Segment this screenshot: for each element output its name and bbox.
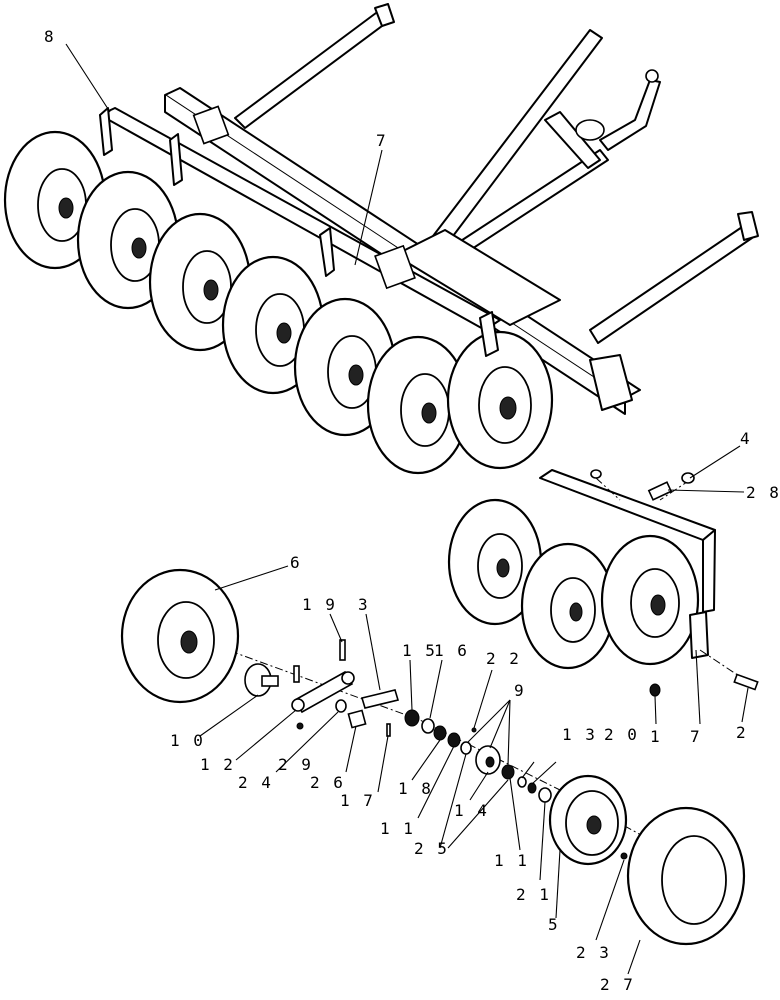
callout-1: 1: [650, 727, 662, 746]
callout-7b: 7: [690, 727, 702, 746]
callout-2: 2: [736, 723, 748, 742]
washer-13: [517, 776, 527, 788]
valve-23: [620, 852, 628, 860]
exploded-parts: [120, 469, 759, 946]
callout-16: 1 6: [434, 641, 469, 660]
callout-11a: 1 1: [380, 819, 415, 838]
wheel-gang-small: [447, 469, 716, 670]
nut-top: [590, 469, 602, 479]
rim-5: [548, 774, 628, 866]
tire-27: [626, 806, 746, 946]
bearing-18: [433, 725, 447, 741]
gang-wheel-6: [366, 335, 470, 475]
sleeve-28: [647, 481, 673, 501]
race-11a: [460, 741, 472, 755]
gang-wheel-7: [446, 330, 554, 470]
callout-4: 4: [740, 429, 752, 448]
callout-24: 2 4: [238, 773, 273, 792]
bearing-15: [404, 709, 420, 727]
callout-labels: 8 7 4 2 8 6 1 9 3 1 5 1 6 2 2 9 1 0 1 2 …: [44, 27, 780, 994]
main-frame-assembly: [99, 3, 759, 415]
shaft-3: [360, 689, 400, 709]
callout-3: 3: [358, 595, 370, 614]
callout-5: 5: [548, 915, 560, 934]
callout-19: 1 9: [302, 595, 337, 614]
bolt-19: [339, 639, 346, 661]
callout-11b: 1 1: [494, 851, 529, 870]
small-gang-wheel-3: [600, 534, 700, 666]
callout-8: 8: [44, 27, 56, 46]
wheel-gang-main: [3, 107, 554, 475]
callout-7: 7: [376, 131, 388, 150]
callout-14: 1 4: [454, 801, 489, 820]
wheel-6: [120, 568, 240, 704]
nut-20: [527, 782, 537, 794]
nut-4: [681, 472, 695, 484]
callout-27: 2 7: [600, 975, 635, 994]
small-gang-wheel-1: [447, 498, 543, 626]
callout-28: 2 8: [746, 483, 780, 502]
small-gang-wheel-2: [520, 542, 616, 670]
callout-10: 1 0: [170, 731, 205, 750]
grease-22: [471, 727, 477, 733]
callout-21: 2 1: [516, 885, 551, 904]
cone-a: [447, 732, 461, 748]
bolt-upper: [293, 665, 300, 683]
callout-13: 1 3: [562, 725, 597, 744]
pin-17: [386, 723, 391, 737]
cap-21: [538, 787, 552, 803]
callout-9: 9: [514, 681, 526, 700]
callout-26: 2 6: [310, 773, 345, 792]
leader-lines: [65, 43, 749, 975]
callout-6: 6: [290, 553, 302, 572]
arm-12: [291, 670, 355, 714]
spindle-10: [244, 663, 279, 697]
callout-22: 2 2: [486, 649, 521, 668]
washer-29: [335, 699, 347, 713]
plate-26: [347, 709, 367, 729]
callout-25: 2 5: [414, 839, 449, 858]
nut-24: [296, 722, 304, 730]
callout-12: 1 2: [200, 755, 235, 774]
callout-23: 2 3: [576, 943, 611, 962]
callout-20: 2 0: [604, 725, 639, 744]
callout-17: 1 7: [340, 791, 375, 810]
bolt-2: [733, 673, 759, 691]
hub-14: [475, 745, 501, 775]
callout-29: 2 9: [278, 755, 313, 774]
seal-16: [421, 718, 435, 734]
callout-18: 1 8: [398, 779, 433, 798]
bearing-11b: [501, 764, 515, 780]
callout-15: 1 5: [402, 641, 437, 660]
nut-1: [649, 683, 661, 697]
